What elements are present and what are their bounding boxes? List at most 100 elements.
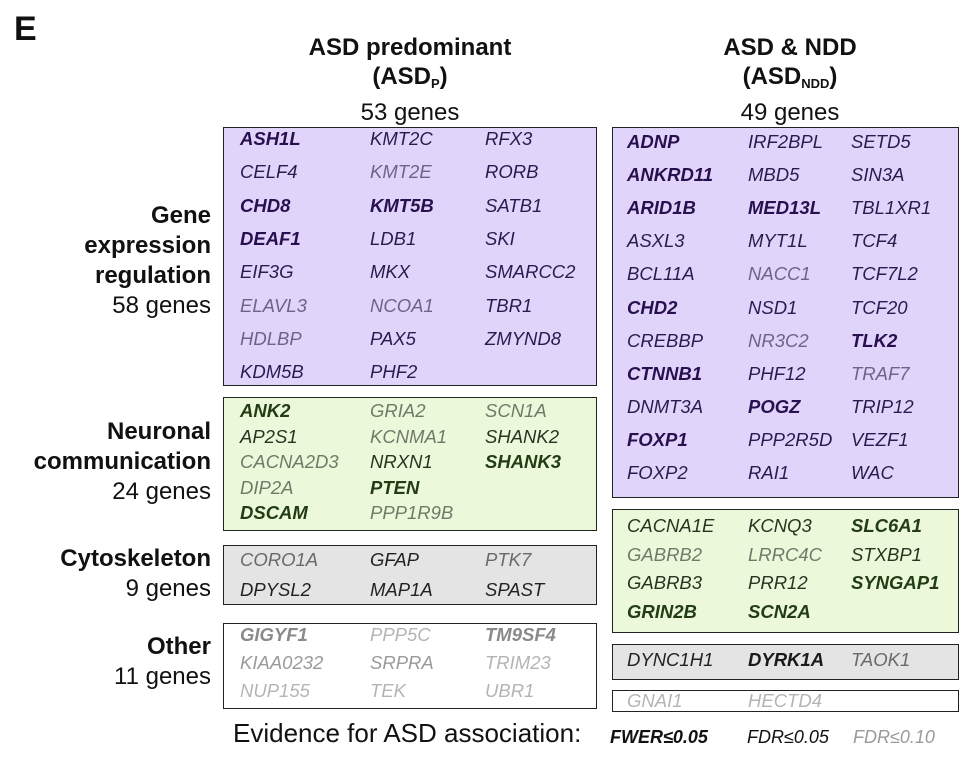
gene-label: CTNNB1 bbox=[627, 362, 703, 384]
gene-label: DYNC1H1 bbox=[627, 649, 714, 670]
gene-label: DIP2A bbox=[240, 476, 294, 498]
gene-label: IRF2BPL bbox=[748, 131, 824, 152]
gene-label: NRXN1 bbox=[370, 451, 433, 472]
gene-label: ASH1L bbox=[240, 128, 301, 149]
gene-label: SHANK3 bbox=[485, 451, 562, 472]
gene-label: ELAVL3 bbox=[240, 294, 307, 316]
gene-label: TRIP12 bbox=[851, 395, 914, 417]
column-abbr: (ASDNDD) bbox=[742, 63, 838, 91]
category-other: Other 11 genes bbox=[114, 633, 211, 690]
gene-label: SATB1 bbox=[485, 194, 543, 216]
gene-label: SLC6A1 bbox=[851, 515, 922, 536]
gene-label: MYT1L bbox=[748, 230, 808, 252]
column-abbr: (ASDP) bbox=[372, 63, 448, 91]
gene-label: NR3C2 bbox=[748, 329, 809, 351]
gene-label: TLK2 bbox=[851, 329, 898, 351]
gene-label: SCN1A bbox=[485, 400, 547, 421]
gene-label: KIAA0232 bbox=[240, 652, 324, 673]
gene-label: TM9SF4 bbox=[485, 624, 556, 645]
gene-label: NUP155 bbox=[240, 680, 310, 701]
gene-label: SMARCC2 bbox=[485, 261, 576, 283]
gene-label: PTEN bbox=[370, 476, 420, 498]
gene-label: LDB1 bbox=[370, 227, 417, 249]
gene-label: GRIA2 bbox=[370, 400, 426, 421]
gene-label: TBL1XR1 bbox=[851, 197, 932, 219]
gene-label: TAOK1 bbox=[851, 649, 911, 670]
gene-label: TCF4 bbox=[851, 230, 898, 252]
gene-label: ZMYND8 bbox=[485, 327, 562, 349]
column-title-asdndd: ASD & NDD (ASDNDD) 49 genes bbox=[630, 33, 950, 127]
panel-letter: E bbox=[14, 10, 37, 48]
gene-label: SYNGAP1 bbox=[851, 572, 940, 593]
column-title-asdp: ASD predominant (ASDP) 53 genes bbox=[250, 33, 570, 127]
column-gene-count: 53 genes bbox=[360, 99, 460, 126]
gene-label: SKI bbox=[485, 227, 515, 249]
gene-label: RFX3 bbox=[485, 128, 533, 149]
gene-label: PHF12 bbox=[748, 362, 806, 384]
category-neuronal: Neuronal communication 24 genes bbox=[33, 418, 211, 505]
gene-label: NCOA1 bbox=[370, 294, 434, 316]
gene-label: DYRK1A bbox=[748, 649, 825, 670]
gene-label: TEK bbox=[370, 680, 406, 701]
gene-label: GIGYF1 bbox=[240, 624, 308, 645]
gene-label: DSCAM bbox=[240, 502, 308, 523]
gene-label: KMT5B bbox=[370, 194, 434, 216]
gene-label: GRIN2B bbox=[627, 600, 697, 622]
legend-tier-fdr05: FDR≤0.05 bbox=[747, 727, 829, 747]
gene-label: FOXP2 bbox=[627, 462, 688, 483]
gene-label: CHD2 bbox=[627, 296, 678, 318]
gene-label: WAC bbox=[851, 462, 894, 483]
gene-label: PTK7 bbox=[485, 549, 532, 570]
gene-label: SHANK2 bbox=[485, 425, 560, 447]
gene-label: PPP1R9B bbox=[370, 502, 454, 523]
gene-label: CACNA1E bbox=[627, 515, 715, 536]
gene-label: MED13L bbox=[748, 197, 821, 219]
legend-tier-fwer: FWER≤0.05 bbox=[610, 727, 708, 747]
gene-label: CORO1A bbox=[240, 549, 319, 570]
gene-label: KCNMA1 bbox=[370, 425, 448, 447]
gene-label: RORB bbox=[485, 161, 539, 183]
gene-label: SIN3A bbox=[851, 164, 905, 186]
gene-label: NSD1 bbox=[748, 296, 798, 318]
category-cytoskeleton: Cytoskeleton 9 genes bbox=[60, 545, 211, 602]
gene-label: DNMT3A bbox=[627, 395, 704, 417]
gene-label: KMT2C bbox=[370, 128, 433, 149]
gene-label: HDLBP bbox=[240, 327, 302, 349]
gene-label: ADNP bbox=[627, 131, 680, 152]
gene-label: KMT2E bbox=[370, 161, 432, 183]
gene-label: VEZF1 bbox=[851, 428, 909, 450]
gene-label: TRAF7 bbox=[851, 362, 910, 384]
gene-label: STXBP1 bbox=[851, 543, 922, 565]
gene-label: SCN2A bbox=[748, 600, 811, 622]
gene-label: TCF20 bbox=[851, 296, 908, 318]
gene-label: MKX bbox=[370, 261, 411, 283]
gene-label: PRR12 bbox=[748, 572, 808, 593]
gene-label: ASXL3 bbox=[627, 230, 685, 252]
legend-tier-fdr10: FDR≤0.10 bbox=[853, 727, 935, 747]
gene-label: TCF7L2 bbox=[851, 263, 918, 285]
gene-label: KCNQ3 bbox=[748, 515, 812, 536]
gene-label: ANKRD11 bbox=[627, 164, 714, 186]
gene-label: SPAST bbox=[485, 579, 545, 600]
gene-label: AP2S1 bbox=[240, 425, 298, 447]
gene-label: ARID1B bbox=[627, 197, 696, 219]
legend-label: Evidence for ASD association: bbox=[233, 718, 582, 748]
gene-label: GFAP bbox=[370, 549, 419, 570]
gene-label: POGZ bbox=[748, 395, 801, 417]
gene-label: UBR1 bbox=[485, 680, 535, 701]
gene-label: SETD5 bbox=[851, 131, 911, 152]
gene-label: CHD8 bbox=[240, 194, 291, 216]
gene-label: EIF3G bbox=[240, 261, 294, 283]
gene-label: TRIM23 bbox=[485, 652, 551, 673]
box-asdndd-cytoskeleton: DYNC1H1 DYRK1A TAOK1 bbox=[612, 644, 959, 680]
gene-label: DPYSL2 bbox=[240, 579, 311, 600]
gene-label: PPP5C bbox=[370, 624, 431, 645]
gene-label: MBD5 bbox=[748, 164, 800, 186]
gene-label: ANK2 bbox=[240, 400, 291, 421]
gene-label: LRRC4C bbox=[748, 543, 823, 565]
